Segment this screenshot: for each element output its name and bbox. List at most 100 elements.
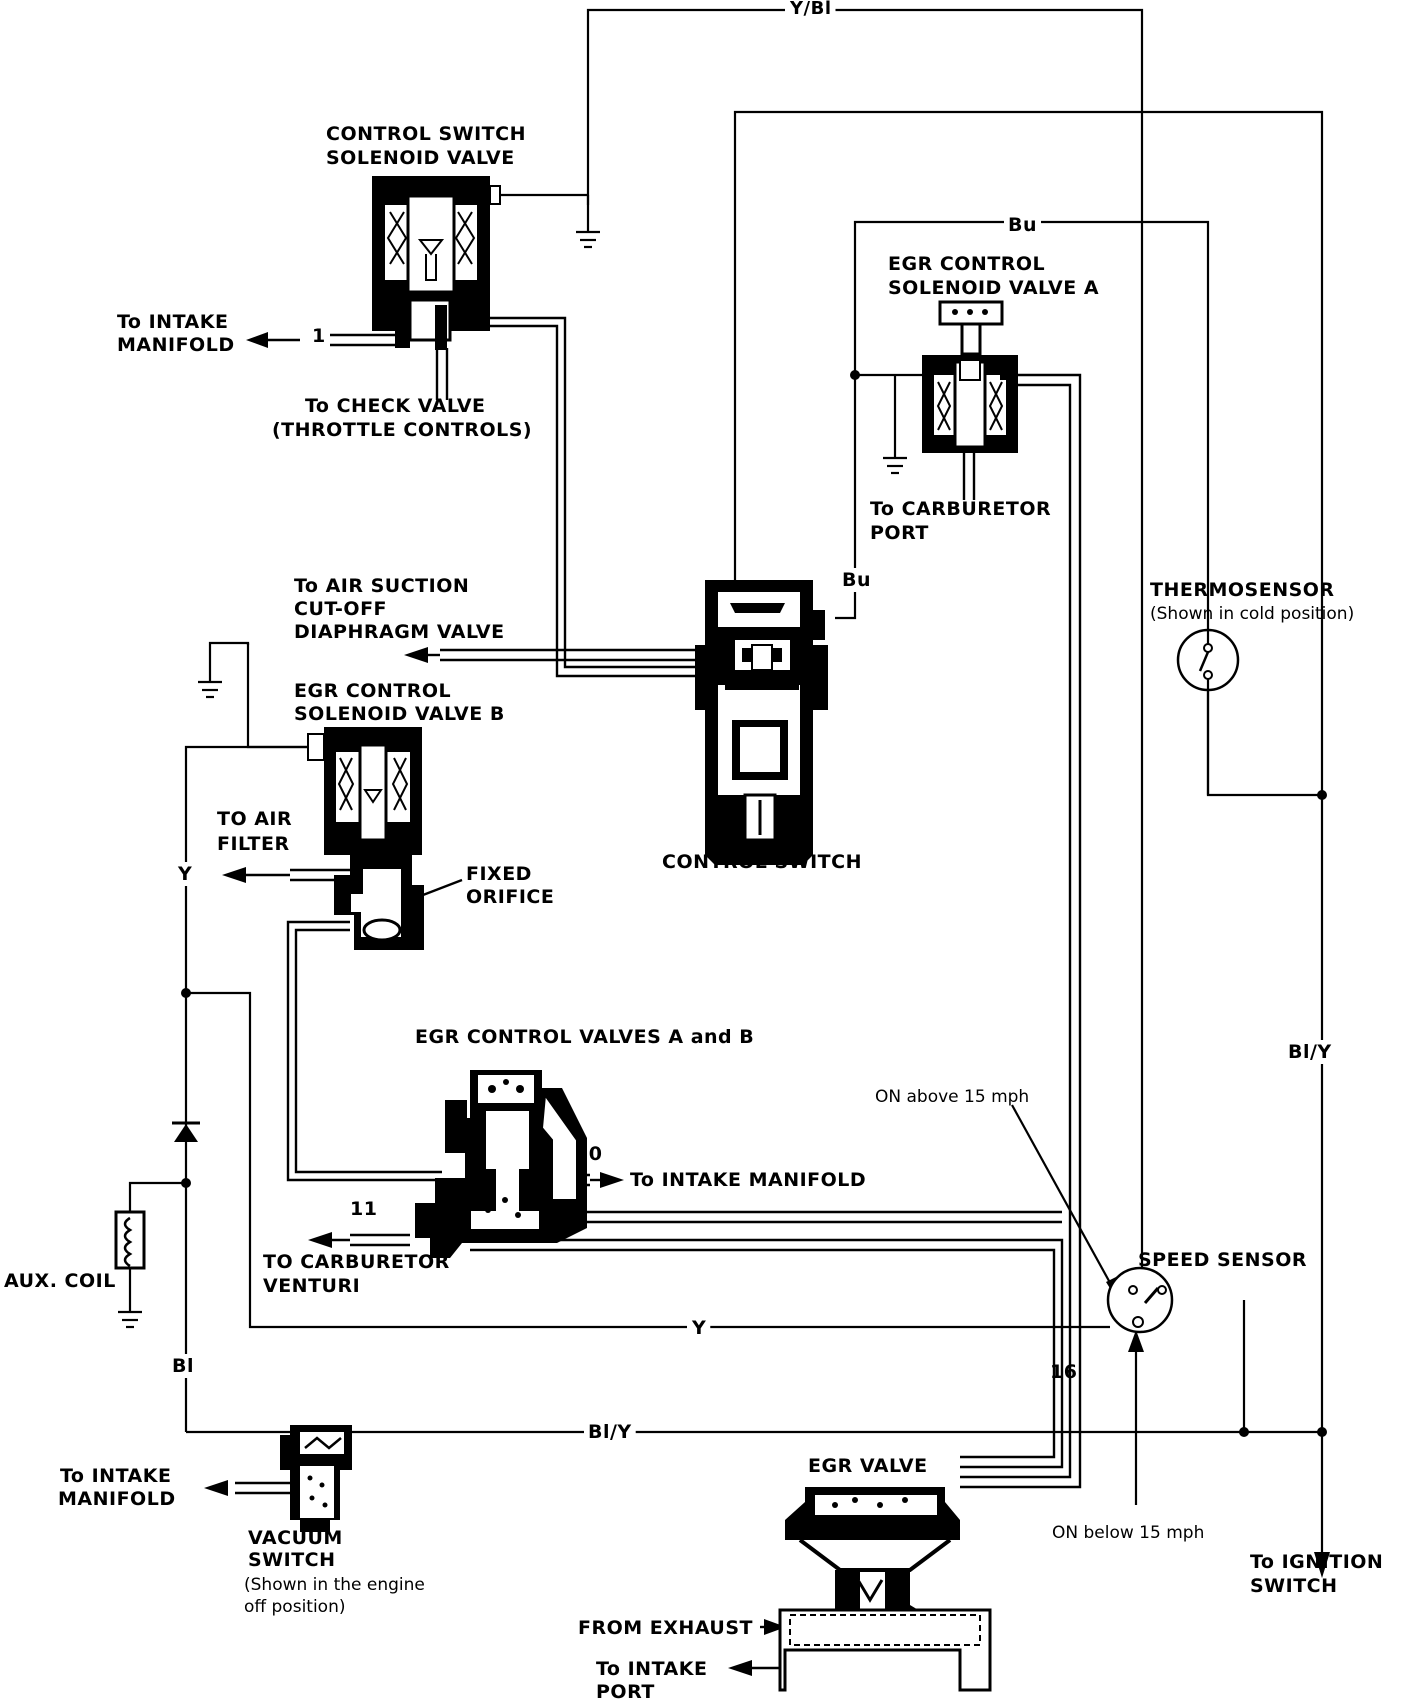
control-switch-solenoid-valve [372, 176, 501, 350]
label-from-exhaust: FROM EXHAUST [578, 1617, 753, 1639]
label-control-switch: CONTROL SWITCH [662, 851, 862, 873]
wire-solenoid-b-ground-lead [208, 641, 250, 682]
wire-bu [853, 220, 1322, 797]
junction-dot [1317, 1427, 1327, 1437]
label-venturi-1: TO CARBURETOR [263, 1251, 450, 1273]
junction-dot [181, 1178, 191, 1188]
ground-symbol [198, 680, 222, 699]
hose-number-16: 16 [1050, 1361, 1077, 1383]
wire-label-y-bl: Y/Bl [789, 0, 832, 19]
diode [172, 1121, 200, 1142]
arrow-head-venturi [308, 1232, 332, 1248]
hose-solenoid-b-to-valves-inner [294, 928, 442, 1174]
label-vs-intake-1: To INTAKE [60, 1465, 171, 1487]
speed-sensor-symbol [1106, 1266, 1174, 1334]
wire-y-bottom [186, 991, 1110, 1329]
label-speed-sensor: SPEED SENSOR [1138, 1249, 1307, 1271]
arrow-head-intake-port [728, 1660, 752, 1676]
hose-number-11: 11 [350, 1198, 377, 1220]
label-to-carb-port-2: PORT [870, 522, 929, 544]
arrow-head-from-exhaust [764, 1619, 786, 1635]
wire-y-bl [586, 8, 1144, 1285]
egr-control-solenoid-valve-a [922, 300, 1018, 453]
hose-solenoid-b-to-valves [286, 920, 442, 1182]
label-to-intake-10: To INTAKE MANIFOLD [630, 1169, 866, 1191]
wire-aux-coil [128, 1181, 186, 1212]
thermosensor-symbol [1176, 628, 1240, 692]
label-to-intake-port-1: To INTAKE [596, 1658, 707, 1680]
arrow-head-intake-10 [600, 1172, 624, 1188]
label-to-intake-port-2: PORT [596, 1681, 655, 1702]
label-venturi-2: VENTURI [263, 1275, 360, 1297]
ground-symbol [576, 230, 600, 249]
wire-bu-down [835, 375, 857, 620]
wire-label-bl-left: Bl [172, 1355, 194, 1377]
label-air-suction-1: To AIR SUCTION [294, 575, 469, 597]
arrow-head-intake-1 [246, 332, 268, 348]
arrow-head-on-below [1128, 1330, 1144, 1352]
label-air-suction-3: DIAPHRAGM VALVE [294, 621, 505, 643]
aux-coil-symbol [114, 1210, 146, 1270]
label-egr-solenoid-b-1: EGR CONTROL [294, 680, 451, 702]
egr-valve [778, 1487, 992, 1692]
wire-label-y-bottom: Y [691, 1317, 706, 1339]
label-vacuum-switch-note-2: off position) [244, 1597, 346, 1617]
label-aux-coil: AUX. COIL [4, 1270, 116, 1292]
hose-valve-to-egr [470, 1238, 1064, 1469]
egr-control-solenoid-valve-b [307, 727, 424, 950]
label-vs-intake-2: MANIFOLD [58, 1488, 176, 1510]
label-egr-solenoid-b-2: SOLENOID VALVE B [294, 703, 505, 725]
label-fixed-orifice-2: ORIFICE [466, 886, 554, 908]
egr-control-valves-a-b [415, 1070, 587, 1258]
label-egr-control-valves: EGR CONTROL VALVES A and B [415, 1026, 754, 1048]
wire-label-bl-y-bottom: Bl/Y [588, 1421, 632, 1443]
label-to-carb-port-1: To CARBURETOR [870, 498, 1051, 520]
hose-valve-to-egr-inner [470, 1248, 1056, 1459]
wire-y-left [184, 745, 308, 1432]
label-to-ignition-1: To IGNITION [1250, 1551, 1383, 1573]
label-to-intake-1a: To INTAKE [117, 311, 228, 333]
junction-dot [1317, 790, 1327, 800]
junction-dot [181, 988, 191, 998]
hose-number-1: 1 [312, 325, 326, 347]
wiring [114, 8, 1330, 1578]
label-to-check-valve-2: (THROTTLE CONTROLS) [272, 419, 532, 441]
arrow-head-vs-intake [204, 1480, 228, 1496]
label-air-suction-2: CUT-OFF [294, 598, 387, 620]
ground-symbol [118, 1310, 142, 1329]
label-vacuum-switch-2: SWITCH [248, 1549, 336, 1571]
wire-bl-y-bottom [186, 1300, 1246, 1434]
vacuum-switch [280, 1425, 352, 1532]
label-vacuum-switch-1: VACUUM [248, 1527, 343, 1549]
junction-dot [850, 370, 860, 380]
hose-16-inner [960, 383, 1072, 1479]
arrow-head-air-suction [404, 647, 428, 663]
label-on-above: ON above 15 mph [875, 1087, 1029, 1107]
arrow-head-air-filter [222, 867, 246, 883]
label-thermosensor-note: (Shown in cold position) [1150, 604, 1354, 624]
hose-solenoid-to-switch-inner [450, 324, 708, 678]
label-fixed-orifice-1: FIXED [466, 863, 532, 885]
hose-number-10: 10 [575, 1143, 602, 1165]
control-switch [695, 580, 828, 865]
wire-label-bu-side: Bu [842, 569, 871, 591]
arrow-to-ignition [1314, 1552, 1330, 1578]
label-control-switch-solenoid-2: SOLENOID VALVE [326, 147, 515, 169]
label-egr-valve: EGR VALVE [808, 1455, 928, 1477]
label-to-intake-1b: MANIFOLD [117, 334, 235, 356]
junction-dot [1239, 1427, 1249, 1437]
label-control-switch-solenoid-1: CONTROL SWITCH [326, 123, 526, 145]
label-to-ignition-2: SWITCH [1250, 1575, 1338, 1597]
wire-label-bu-top: Bu [1008, 214, 1037, 236]
label-to-check-valve-1: To CHECK VALVE [305, 395, 486, 417]
labels: CONTROL SWITCH SOLENOID VALVE To INTAKE … [4, 0, 1383, 1702]
hose-16 [960, 373, 1082, 1489]
label-thermosensor: THERMOSENSOR [1150, 579, 1335, 601]
wire-control-switch-loop [733, 110, 1324, 1375]
hose-solenoid-to-switch [450, 316, 708, 669]
label-to-air-filter-2: FILTER [217, 833, 290, 855]
arrow-line-on-above [1011, 1104, 1115, 1291]
label-egr-solenoid-a-1: EGR CONTROL [888, 253, 1045, 275]
wire-label-y-left: Y [177, 863, 192, 885]
